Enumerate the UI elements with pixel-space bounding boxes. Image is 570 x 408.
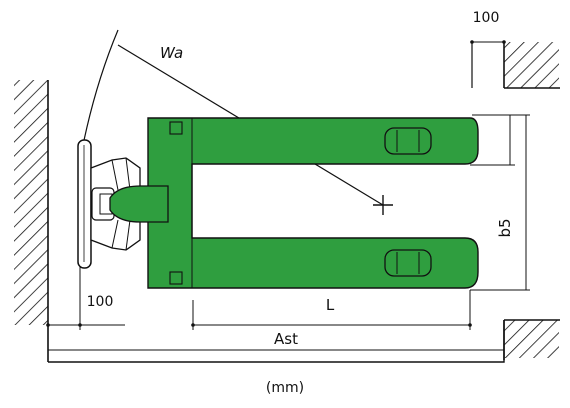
- l-dimension: [191, 290, 472, 330]
- steer-wheel-bottom: [169, 271, 183, 285]
- clearance-left-label: 100: [87, 294, 114, 310]
- aisle-floor-line: [48, 320, 505, 363]
- clearance-left-dimension: [46, 265, 125, 330]
- steer-wheel-top: [169, 121, 183, 135]
- clearance-top-label: 100: [473, 10, 500, 26]
- l-label: L: [326, 296, 335, 314]
- load-roller-top: [384, 127, 432, 155]
- b5-label: b5: [496, 218, 514, 237]
- load-roller-bottom: [384, 249, 432, 277]
- tiller-handle: [77, 139, 92, 269]
- top-right-wall: [471, 42, 560, 89]
- ast-label: Ast: [274, 330, 298, 348]
- clearance-top-dimension: [470, 40, 506, 44]
- drive-nose: [109, 185, 169, 223]
- b5-dimension: [470, 114, 530, 291]
- pallet-truck: [77, 117, 479, 289]
- wa-label: Wa: [160, 44, 183, 62]
- unit-label: (mm): [266, 380, 304, 396]
- left-wall: [14, 80, 49, 362]
- bottom-right-wall: [503, 319, 560, 360]
